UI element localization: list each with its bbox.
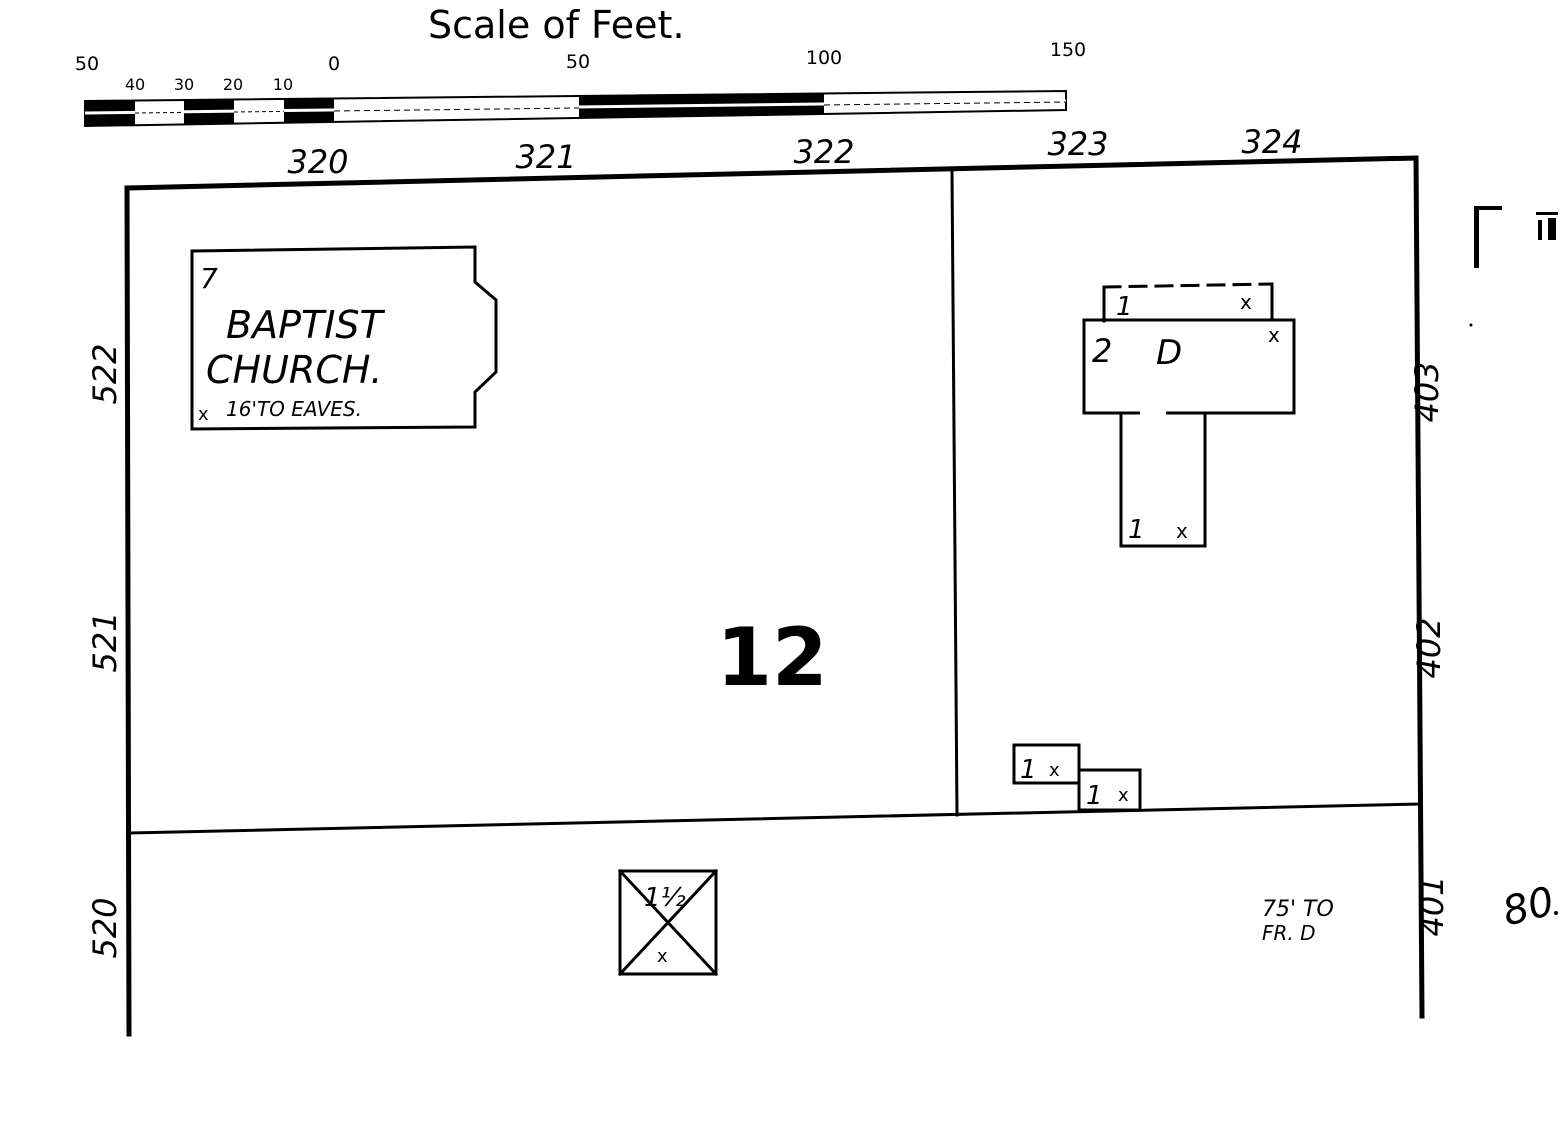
distance-note: 75' TO FR. D <box>1262 897 1334 945</box>
right-address-numbers: 403 402 401 <box>1408 361 1451 936</box>
address-number: 521 <box>86 611 124 672</box>
porch-frame-mark: x <box>1240 290 1252 314</box>
church-story-count: 7 <box>200 262 218 295</box>
scale-minor-tick-label: 20 <box>223 75 243 94</box>
edge-number: 80 <box>1498 878 1559 935</box>
left-address-numbers: 522 521 520 <box>86 343 124 958</box>
scale-minor-tick-label: 10 <box>273 75 293 94</box>
block-number: 12 <box>716 611 827 704</box>
address-number: 323 <box>1047 125 1108 163</box>
dwelling-use-code: D <box>1156 333 1182 373</box>
distance-note-line1: 75' TO <box>1262 897 1334 922</box>
block-outline <box>124 155 1425 1037</box>
porch-story-count: 1 <box>1116 292 1133 322</box>
scale-minor-tick-label: 40 <box>125 75 145 94</box>
dwelling-story-count: 2 <box>1092 332 1112 370</box>
address-number: 520 <box>86 897 124 958</box>
ink-speck <box>1554 911 1558 915</box>
church-height-note: 16'TO EAVES. <box>226 397 362 421</box>
scale-tick-label: 100 <box>806 47 842 69</box>
church-name-line2: CHURCH. <box>206 348 383 392</box>
rear-ell-story-count: 1 <box>1128 515 1145 545</box>
small-building-label: 1½ <box>644 883 686 913</box>
outbuilding-frame-mark: x <box>1049 760 1060 781</box>
address-number: 324 <box>1241 123 1302 161</box>
edge-fragment-marks <box>1474 206 1558 268</box>
address-number: 322 <box>793 133 854 171</box>
baptist-church-building: 7 BAPTIST CHURCH. 16'TO EAVES. x <box>190 245 498 431</box>
church-frame-mark: x <box>198 404 209 425</box>
scale-tick-label: 150 <box>1050 39 1086 61</box>
scale-of-feet: Scale of Feet. 50 0 50 100 150 40 30 20 … <box>75 3 1086 128</box>
address-number: 321 <box>515 138 576 176</box>
scale-bar <box>84 89 1067 128</box>
dwelling-frame-mark: x <box>1268 323 1280 347</box>
outbuilding: 1 x <box>1077 768 1142 812</box>
address-number: 403 <box>1408 361 1446 422</box>
distance-note-line2: FR. D <box>1262 921 1316 945</box>
outbuilding-frame-mark: x <box>1118 785 1129 806</box>
scale-tick-label: 50 <box>566 51 590 73</box>
small-crossed-building: 1½ x <box>617 868 719 977</box>
dwelling-building: 1 x 2 D x 1 x <box>1082 282 1296 548</box>
outbuilding-story-count: 1 <box>1086 781 1103 811</box>
rear-ell-frame-mark: x <box>1176 519 1188 543</box>
address-number: 522 <box>86 343 124 404</box>
scale-tick-label: 50 <box>75 53 99 75</box>
address-number: 402 <box>1410 617 1448 678</box>
top-address-numbers: 320 321 322 323 324 <box>287 123 1302 181</box>
address-number: 320 <box>287 143 348 181</box>
outbuilding-story-count: 1 <box>1020 755 1037 785</box>
lot-lines <box>128 170 1422 835</box>
scale-minor-tick-label: 30 <box>174 75 194 94</box>
small-building-frame-mark: x <box>657 946 668 967</box>
scale-title: Scale of Feet. <box>428 3 685 47</box>
address-number: 401 <box>1413 875 1451 936</box>
scale-tick-label: 0 <box>328 53 340 75</box>
outbuilding: 1 x <box>1012 743 1081 785</box>
church-name-line1: BAPTIST <box>226 303 386 347</box>
ink-speck <box>1469 323 1473 327</box>
